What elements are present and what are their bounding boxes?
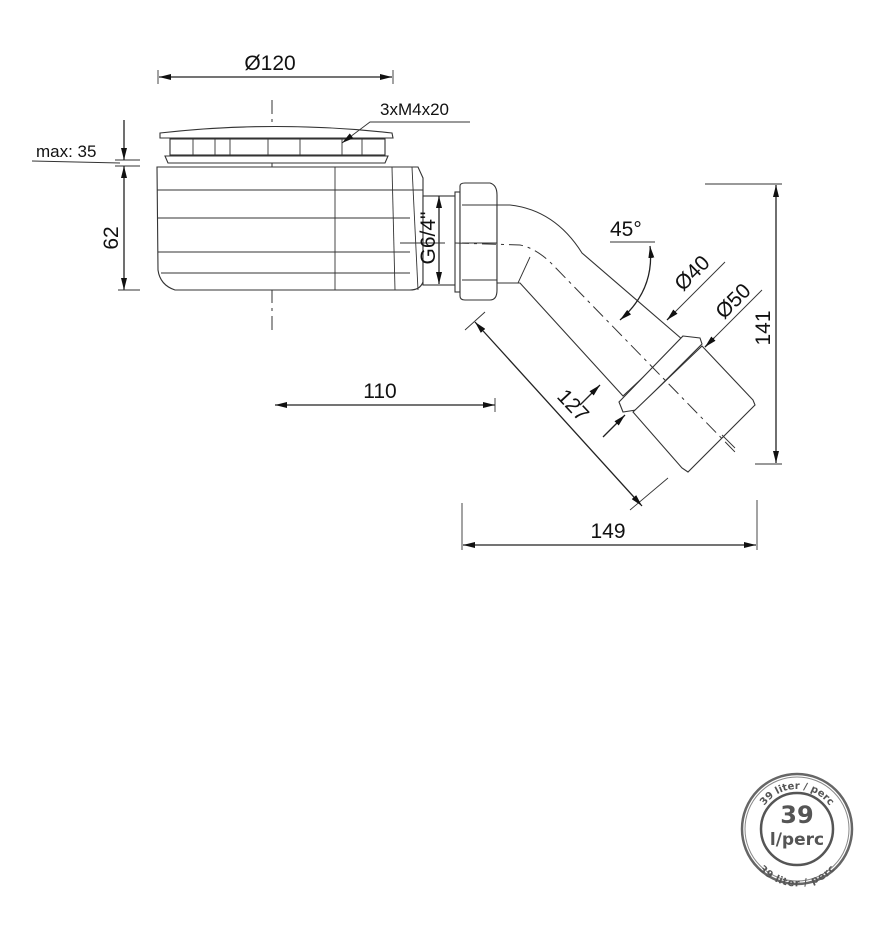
dimension-149: 149	[461, 500, 758, 550]
dimension-62: 62	[100, 166, 140, 291]
label-screws: 3xM4x20	[380, 100, 449, 119]
label-diameter-120: Ø120	[244, 52, 295, 75]
label-149: 149	[590, 520, 625, 543]
badge-value: 39	[780, 801, 813, 829]
label-angle: 45°	[610, 218, 642, 241]
dimension-screws: 3xM4x20	[341, 100, 470, 144]
drain-body	[156, 125, 498, 301]
dimension-thread: G6/4"	[400, 196, 445, 284]
dimension-max-35: max: 35	[31, 120, 140, 167]
label-127: 127	[552, 385, 593, 426]
dimension-diameter-120: Ø120	[157, 52, 394, 84]
dimension-110: 110	[275, 380, 496, 412]
label-110: 110	[363, 380, 396, 403]
label-diameter-40: Ø40	[670, 251, 714, 295]
label-diameter-50: Ø50	[711, 279, 755, 323]
label-62: 62	[100, 226, 123, 249]
flow-rate-badge: 39 liter / perc 39 liter / perc 39 l/per…	[740, 772, 854, 889]
label-141: 141	[752, 310, 775, 345]
label-thread: G6/4"	[417, 212, 440, 265]
dimension-angle: 45°	[610, 218, 655, 321]
badge-unit: l/perc	[770, 830, 824, 850]
dimension-141: 141	[705, 183, 782, 465]
label-max-35: max: 35	[36, 142, 96, 161]
pipe-centerline	[454, 242, 736, 453]
outlet-pipe	[496, 204, 756, 473]
